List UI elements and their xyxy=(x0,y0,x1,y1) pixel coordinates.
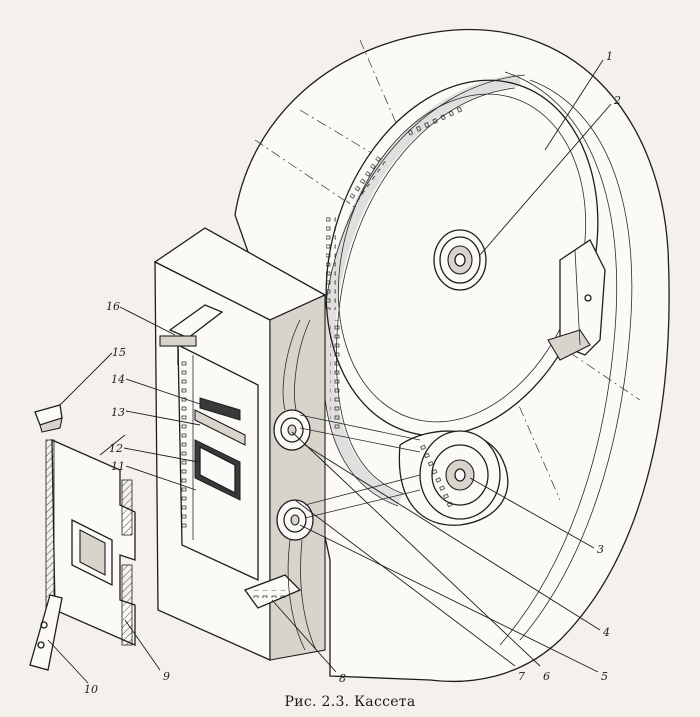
callout-5: 5 xyxy=(601,670,608,683)
callout-12: 12 xyxy=(109,442,123,455)
callout-2: 2 xyxy=(613,94,621,107)
feed-spindle-hub xyxy=(433,229,487,291)
callout-8: 8 xyxy=(339,672,346,685)
callout-16: 16 xyxy=(106,300,120,313)
callout-1: 1 xyxy=(606,50,613,63)
callout-11: 11 xyxy=(111,460,125,473)
lower-sprocket-roller xyxy=(276,499,314,541)
callout-13: 13 xyxy=(111,406,125,419)
pressure-frame xyxy=(45,438,136,646)
spring-blade xyxy=(29,594,63,671)
figure-caption: Рис. 2.3. Кассета xyxy=(284,694,416,710)
film-perforations xyxy=(326,102,465,430)
callout-14: 14 xyxy=(111,373,125,386)
take-up-roll xyxy=(398,430,509,526)
callout-6: 6 xyxy=(543,670,550,683)
callout-9: 9 xyxy=(163,670,170,683)
leader-lines xyxy=(47,59,612,684)
callout-15: 15 xyxy=(112,346,126,359)
right-latch-mechanism xyxy=(547,239,606,361)
callout-10: 10 xyxy=(84,683,98,696)
film-path xyxy=(282,319,421,651)
wedge-part xyxy=(34,404,63,433)
callout-4: 4 xyxy=(602,626,610,639)
callout-3: 3 xyxy=(597,543,604,556)
callout-7: 7 xyxy=(518,670,525,683)
